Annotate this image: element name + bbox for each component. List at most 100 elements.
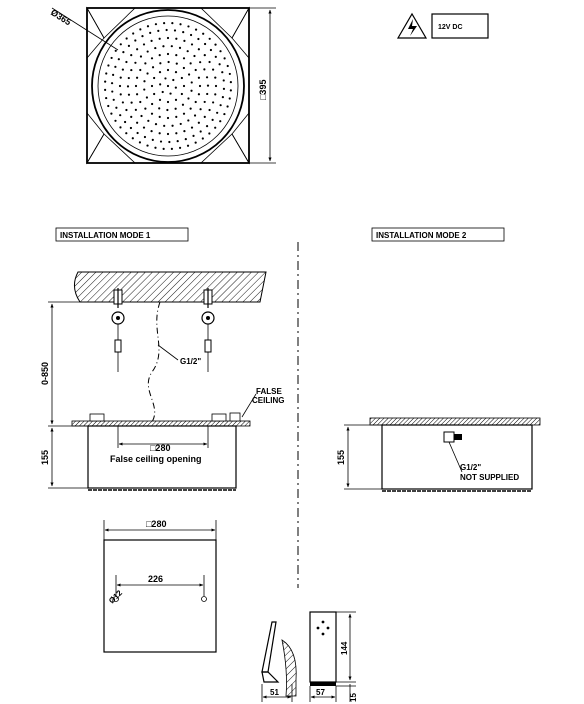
nozzle-dot [127, 76, 130, 80]
nozzle-dot [131, 137, 134, 140]
nozzle-dot [162, 147, 165, 150]
nozzle-dot [194, 68, 197, 72]
suspension-left [111, 288, 125, 372]
nozzle-dot [222, 87, 226, 90]
nozzle-dot [139, 68, 142, 72]
nozzle-dot [150, 112, 154, 115]
nozzle-dot [199, 108, 202, 111]
nozzle-dot [193, 114, 197, 117]
nozzle-dot [228, 97, 231, 100]
nozzle-dot [126, 85, 130, 88]
remote-side-base [261, 671, 280, 683]
nozzle-dot [216, 111, 219, 114]
nozzle-dot [122, 51, 125, 54]
nozzle-dot [144, 107, 147, 110]
false-ceiling-board [71, 420, 251, 427]
nozzle-dot [138, 141, 142, 144]
nozzle-dot [121, 101, 124, 104]
nozzle-dot [190, 126, 194, 129]
nozzle-dot [205, 125, 209, 128]
remote-button-left [316, 626, 320, 630]
suspension-right [201, 288, 215, 372]
nozzle-dot [130, 101, 133, 104]
ceiling-surface [369, 417, 541, 426]
nozzle-dot [218, 63, 221, 66]
nozzle-dot [182, 112, 186, 115]
nozzle-dot [203, 68, 206, 71]
nozzle-dot [134, 108, 137, 111]
nozzle-dot [136, 48, 139, 51]
nozzle-dot [159, 83, 162, 86]
wall-section [281, 639, 297, 697]
nozzle-dot [171, 124, 174, 127]
nozzle-dot [139, 100, 142, 104]
nozzle-dot [143, 135, 147, 139]
nozzle-dot [146, 25, 150, 28]
side-width-label: 51 [270, 688, 279, 697]
nozzle-dot [166, 100, 170, 104]
template-square [103, 539, 217, 653]
top-view: Ø365 □395 [49, 6, 276, 165]
nozzle-dot [170, 147, 173, 150]
nozzle-dot [198, 84, 202, 88]
nozzle-dot [141, 35, 144, 38]
nozzle-dot [199, 130, 202, 133]
nozzle-dot [114, 65, 117, 68]
nozzle-dot [154, 146, 157, 149]
nozzle-dot [139, 28, 142, 31]
nozzle-dot [175, 37, 178, 40]
outer-circle [91, 9, 245, 163]
nozzle-dot [186, 144, 190, 147]
nozzle-dot [158, 53, 161, 57]
hole-right [201, 596, 207, 602]
nozzle-dot [194, 28, 198, 31]
false-ceiling-label-2: CEILING [252, 396, 284, 405]
nozzle-dot [143, 88, 146, 91]
nozzle-dot [145, 96, 149, 99]
size-label: □395 [258, 80, 268, 100]
remote-side-view [261, 621, 277, 673]
height-dimensions: 0-850 155 [40, 301, 112, 489]
nozzle-dot [107, 104, 110, 108]
nozzle-dot [187, 119, 190, 122]
nozzle-dot [130, 68, 133, 72]
diameter-leader [51, 7, 119, 51]
remote-button-bottom [321, 632, 325, 636]
nozzle-dot [206, 92, 209, 96]
nozzle-dot [107, 64, 110, 67]
nozzle-dot [125, 37, 128, 40]
nozzle-dot [178, 46, 182, 49]
nozzle-dot [134, 39, 137, 42]
nozzle-dot [121, 68, 124, 71]
nozzle-dot [221, 96, 224, 99]
nozzle-dot [154, 123, 158, 126]
nozzle-dot [130, 115, 133, 118]
mode2-title-box: INSTALLATION MODE 2 [371, 227, 505, 242]
mode1-title-box: INSTALLATION MODE 1 [55, 227, 189, 242]
clip-edge [229, 412, 241, 422]
nozzle-dot [182, 84, 186, 88]
nozzle-dot [157, 29, 160, 32]
nozzle-dot [179, 122, 182, 126]
nozzle-dot [184, 137, 187, 141]
nozzle-dot [132, 32, 135, 35]
false-ceiling-leader [241, 393, 257, 418]
nozzle-dot [180, 76, 183, 80]
voltage-label: 12V DC [438, 24, 463, 31]
nozzle-dot [150, 39, 153, 42]
nozzle-dot [158, 71, 162, 74]
nozzle-dot [194, 100, 197, 104]
nozzle-dot [146, 72, 149, 75]
nozzle-dot [111, 90, 114, 93]
nozzle-dot [112, 98, 115, 101]
nozzle-dot [214, 55, 217, 58]
nozzle-dot [125, 60, 128, 64]
nozzle-dot [197, 48, 200, 51]
nozzle-dot [166, 108, 169, 112]
nozzle-dot [214, 126, 217, 129]
hole-diameter-label: Ø12 [107, 588, 124, 605]
nozzle-dot [159, 62, 162, 65]
nozzle-dot [127, 93, 131, 96]
mode1-drawing: G1/2" FALSE CEILING □280 False ceiling o… [40, 271, 284, 491]
nozzle-dot [214, 43, 217, 46]
